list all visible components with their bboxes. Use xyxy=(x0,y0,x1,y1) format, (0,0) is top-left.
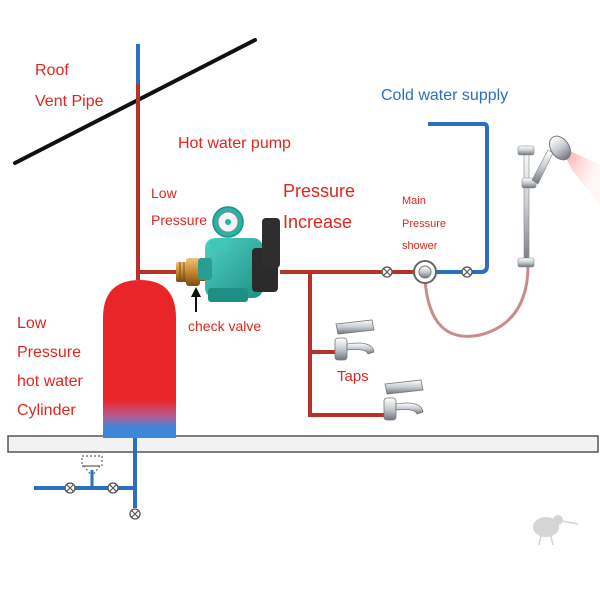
main-pressure-shower-label-line1: Main xyxy=(402,195,426,207)
cold-supply-pipe xyxy=(428,122,489,274)
shower-mixer-valve-icon xyxy=(413,260,437,284)
shower-rail-icon xyxy=(517,145,554,268)
hot-water-cylinder xyxy=(103,280,176,438)
drain-check-valve-icon xyxy=(81,455,103,477)
isolation-valve-icon xyxy=(64,482,76,494)
pressure-increase-label-line2: Increase xyxy=(283,212,353,232)
floor-slab xyxy=(7,435,599,453)
shower-head-icon xyxy=(549,135,571,161)
cylinder-label-line4: Cylinder xyxy=(17,402,76,419)
isolation-valve-icon xyxy=(107,482,119,494)
pressure-increase-label-line1: Pressure xyxy=(283,181,356,201)
isolation-valve-icon xyxy=(381,266,393,278)
cylinder-label-line3: hot water xyxy=(17,373,83,390)
low-pressure-pump-label-line1: Low xyxy=(151,185,177,201)
mixer-tap-icon xyxy=(383,379,424,421)
vent-pipe-label: Vent Pipe xyxy=(35,93,104,110)
check-valve-label: check valve xyxy=(188,318,262,334)
tap-branch-pipe xyxy=(308,272,385,417)
isolation-valve-icon xyxy=(461,266,473,278)
cylinder-label-line2: Pressure xyxy=(17,344,82,361)
cold-water-supply-label: Cold water supply xyxy=(381,87,509,104)
shower-spray xyxy=(560,146,600,205)
hot-water-pump-label: Hot water pump xyxy=(178,135,291,152)
kiwi-bird-watermark-icon xyxy=(533,515,579,546)
taps-label: Taps xyxy=(337,368,369,385)
isolation-valve-icon xyxy=(129,508,141,520)
check-valve-arrow xyxy=(191,287,201,312)
roof-line xyxy=(13,38,257,165)
mixer-tap-icon xyxy=(334,319,375,361)
shower-hose xyxy=(423,259,530,338)
low-pressure-pump-label-line2: Pressure xyxy=(151,212,208,228)
main-pressure-shower-label-line3: shower xyxy=(402,240,438,252)
circulation-pump-icon xyxy=(198,206,280,302)
main-pressure-shower-label-line2: Pressure xyxy=(402,218,447,230)
roof-label: Roof xyxy=(35,62,69,79)
cylinder-label-line1: Low xyxy=(17,315,47,332)
